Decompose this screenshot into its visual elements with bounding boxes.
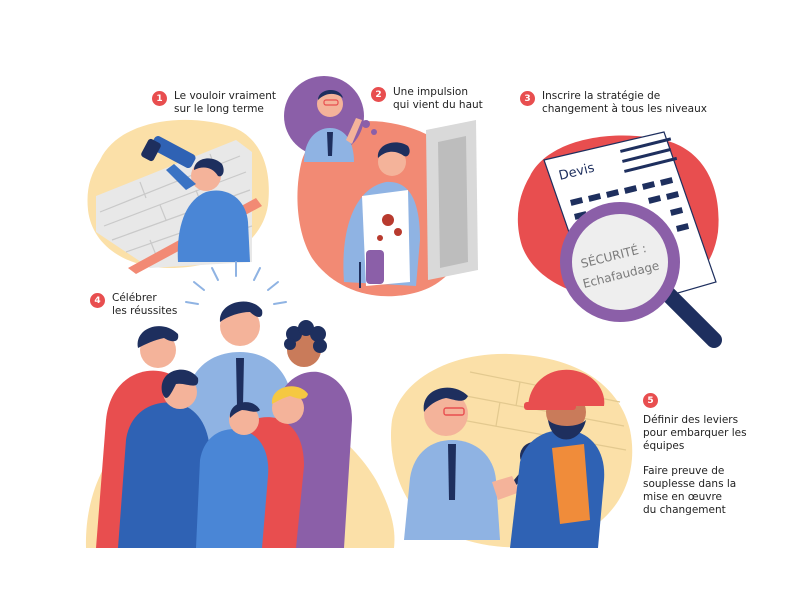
door-inner bbox=[438, 136, 468, 268]
step-3-badge: 3 bbox=[520, 91, 535, 106]
worker-vest bbox=[552, 444, 590, 524]
thought-dot-1 bbox=[362, 120, 370, 128]
step-1-label: Le vouloir vraiment sur le long terme bbox=[174, 90, 277, 115]
worker-beard bbox=[548, 420, 586, 440]
scene-levers-flexibility bbox=[390, 353, 633, 548]
person-left-hair bbox=[137, 326, 179, 348]
step-5-label: Définir des leviers pour embarquer les é… bbox=[643, 414, 747, 452]
person-front-woman-hair bbox=[161, 369, 199, 398]
step-4: 4 Célébrer les réussites bbox=[90, 292, 177, 318]
person-front-woman-body bbox=[118, 402, 210, 548]
paint-stain-3 bbox=[377, 235, 383, 241]
paint-stain-2 bbox=[394, 228, 402, 236]
painter-hair bbox=[377, 142, 410, 158]
step-2-badge: 2 bbox=[371, 87, 386, 102]
step-4-badge: 4 bbox=[90, 293, 105, 308]
step-5-badge: 5 bbox=[643, 393, 658, 408]
magnifier-icon bbox=[560, 202, 722, 348]
boss-hair bbox=[318, 89, 343, 100]
man1-body bbox=[177, 190, 250, 262]
scene-long-term-vision bbox=[87, 119, 269, 274]
person-right-hair bbox=[284, 320, 327, 353]
interviewer-head bbox=[424, 392, 468, 436]
scene-strategy-all-levels: Devis SÉCURITÉ : Echafaudage bbox=[517, 131, 722, 348]
step-1: 1 Le vouloir vraiment sur le long terme bbox=[152, 90, 276, 116]
hard-hat-icon bbox=[528, 369, 605, 406]
thought-dot-2 bbox=[371, 129, 377, 135]
interviewer-glasses-icon bbox=[443, 407, 465, 416]
step-1-badge: 1 bbox=[152, 91, 167, 106]
person-front-blond-head bbox=[272, 392, 304, 424]
boss-tie bbox=[327, 132, 333, 156]
boss-glasses-icon bbox=[323, 99, 339, 106]
step-3: 3 Inscrire la stratégie de changement à … bbox=[520, 90, 707, 116]
paint-stain-1 bbox=[382, 214, 394, 226]
person-front-middle-hair bbox=[229, 402, 260, 418]
hard-hat-brim bbox=[524, 402, 576, 410]
document-table bbox=[570, 177, 690, 232]
person-center-hair bbox=[219, 301, 263, 322]
step-2: 2 Une impulsion qui vient du haut bbox=[371, 86, 483, 112]
telescope-icon bbox=[141, 136, 196, 169]
person-center-tie bbox=[236, 358, 244, 406]
scene-celebrate-success bbox=[85, 261, 395, 548]
step-5: 5 Définir des leviers pour embarquer les… bbox=[643, 392, 747, 517]
person-front-middle-body bbox=[196, 429, 269, 548]
step-4-label: Célébrer les réussites bbox=[112, 292, 178, 317]
step-3-label: Inscrire la stratégie de changement à to… bbox=[542, 90, 707, 115]
boss-head bbox=[317, 91, 343, 117]
man1-arm bbox=[166, 164, 196, 190]
interviewer-tie bbox=[448, 444, 456, 500]
scene-top-impulse bbox=[284, 76, 478, 297]
step-5-label-secondary: Faire preuve de souplesse dans la mise e… bbox=[643, 465, 737, 516]
painter-head bbox=[378, 148, 406, 176]
step-2-label: Une impulsion qui vient du haut bbox=[393, 86, 483, 111]
interviewer-hair bbox=[423, 387, 468, 412]
paint-roller-icon bbox=[359, 250, 384, 288]
interviewer-hand bbox=[492, 476, 520, 500]
document-lines bbox=[620, 137, 678, 173]
man1-hair bbox=[194, 158, 224, 177]
celebration-rays-icon bbox=[185, 261, 287, 305]
person-front-blond-hair bbox=[271, 386, 308, 404]
boss-arm bbox=[346, 118, 362, 144]
